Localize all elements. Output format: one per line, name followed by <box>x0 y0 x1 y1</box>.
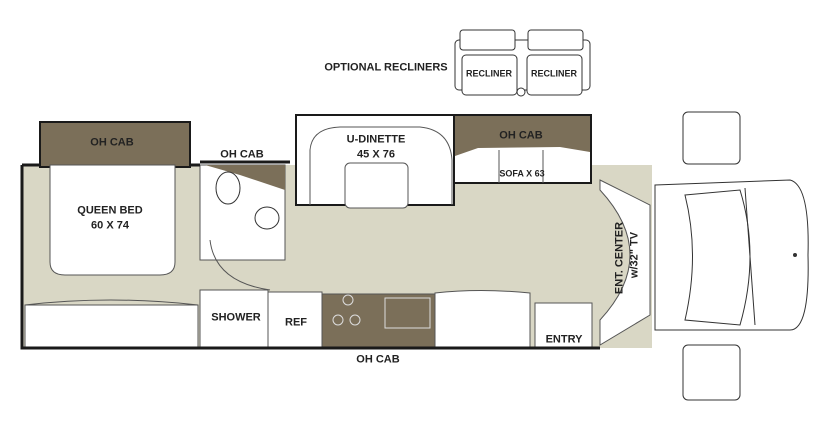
entertainment-center <box>599 179 651 346</box>
cab <box>654 111 809 401</box>
bedroom-oh-cab-label: OH CAB <box>90 136 134 149</box>
shower-label: SHOWER <box>211 311 261 324</box>
dinette-title: U-DINETTE <box>346 133 406 146</box>
recliner-right-label: RECLINER <box>530 68 578 79</box>
kitchen-counter <box>321 293 436 349</box>
bed-title: QUEEN BED <box>77 204 143 217</box>
galley-counter <box>434 290 531 349</box>
refrigerator <box>267 291 323 349</box>
optional-recliners <box>454 29 591 97</box>
ent-center-tv-label: w/32" TV <box>628 231 641 279</box>
sofa-label: SOFA X 63 <box>499 168 545 179</box>
dinette-size: 45 X 76 <box>357 148 395 161</box>
entry-step <box>534 302 593 349</box>
ent-center-label: ENT. CENTER <box>613 221 626 295</box>
dinette-table <box>344 162 409 209</box>
driver-seat <box>682 111 741 165</box>
bed-size: 60 X 74 <box>91 219 129 232</box>
optional-recliners-label: OPTIONAL RECLINERS <box>324 61 448 74</box>
sofa-oh-cab-label: OH CAB <box>499 129 543 142</box>
bedroom-wardrobe <box>24 304 199 349</box>
kitchen-oh-cab-label: OH CAB <box>356 353 400 366</box>
bedroom-oh-cab <box>39 121 191 168</box>
recliner-left-label: RECLINER <box>465 68 513 79</box>
toilet <box>215 171 241 205</box>
sink <box>254 206 280 230</box>
queen-bed <box>49 164 176 276</box>
ref-label: REF <box>285 316 307 329</box>
passenger-seat <box>682 344 741 401</box>
bath-oh-cab-label: OH CAB <box>220 148 264 161</box>
entry-label: ENTRY <box>545 333 583 346</box>
